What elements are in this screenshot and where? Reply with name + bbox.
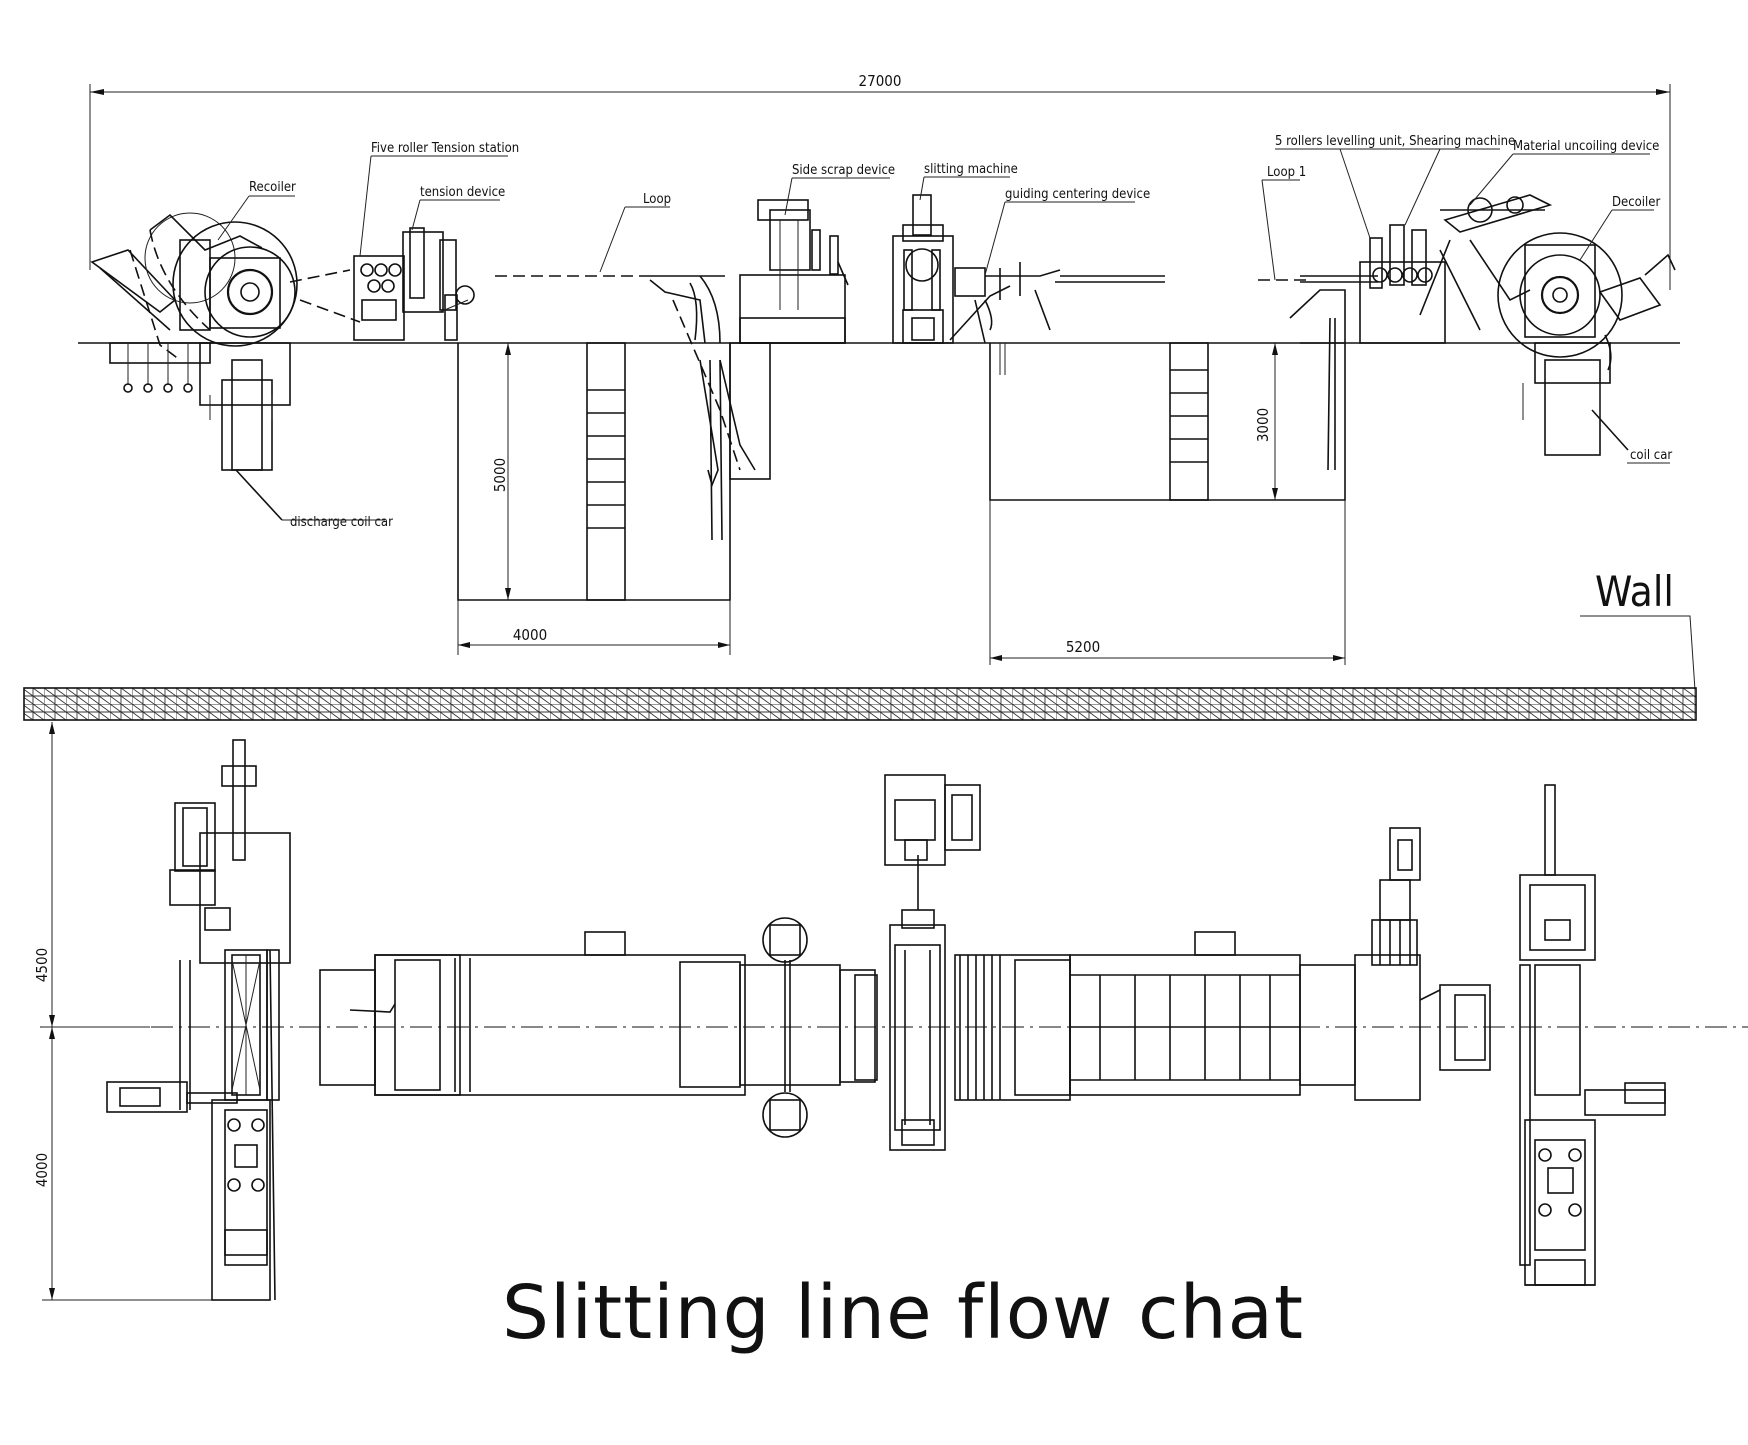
dim-5200: 5200 (1066, 638, 1100, 656)
loop-table-1 (319, 931, 746, 1096)
slitting-machine (892, 194, 954, 344)
levelling-shearing-unit (1289, 194, 1553, 471)
label-five-roller-tension: Five roller Tension station (371, 141, 519, 156)
dim-4000-plan: 4000 (33, 1153, 51, 1187)
label-recoiler: Recoiler (249, 180, 296, 195)
label-loop1: Loop 1 (1267, 165, 1306, 180)
wall: Wall (1580, 567, 1696, 691)
wall-label: Wall (1595, 567, 1674, 616)
recoiler-plan (106, 739, 291, 1301)
recoiler-machine (90, 212, 298, 521)
label-coil-car: coil car (1630, 448, 1672, 463)
decoiler-plan (1519, 784, 1666, 1286)
plan-dimensions: 4500 4000 (33, 722, 215, 1301)
label-levelling-shearing: 5 rollers levelling unit, Shearing machi… (1275, 134, 1515, 149)
label-tension-device: tension device (420, 185, 505, 200)
dim-5000: 5000 (491, 458, 509, 492)
levelling-plan (1354, 827, 1491, 1101)
overall-dimension: 27000 (89, 72, 1671, 290)
dim-4000-pit: 4000 (513, 626, 547, 644)
pit-2: 3000 5200 (989, 342, 1346, 665)
pit-1: 5000 4000 (457, 342, 731, 655)
label-side-scrap: Side scrap device (792, 163, 895, 178)
elevation-view: 27000 (78, 72, 1696, 691)
dim-3000: 3000 (1254, 408, 1272, 442)
recoiler-bolts (123, 343, 193, 393)
diagram-title: Slitting line flow chat (502, 1270, 1304, 1356)
label-discharge-coil-car: discharge coil car (290, 515, 393, 530)
tension-station (289, 227, 475, 341)
label-loop: Loop (643, 192, 671, 207)
slitting-machine-plan (884, 774, 981, 1151)
elevation-labels: Five roller Tension station Recoiler ten… (217, 134, 1672, 530)
side-scrap-device (649, 199, 849, 541)
decoiler-machine (1497, 232, 1676, 456)
guiding-centering-device (949, 262, 1165, 375)
label-decoiler: Decoiler (1612, 195, 1660, 210)
label-guiding-centering: guiding centering device (1005, 187, 1150, 202)
label-slitting-machine: slitting machine (924, 162, 1018, 177)
dim-4500: 4500 (33, 948, 51, 982)
foundation-band (23, 687, 1697, 721)
plan-view: 4500 4000 (33, 722, 1748, 1301)
label-material-uncoiling: Material uncoiling device (1513, 139, 1659, 154)
dim-27000: 27000 (859, 72, 902, 90)
side-scrap-plan (679, 917, 878, 1138)
loop-table-2 (954, 931, 1356, 1101)
